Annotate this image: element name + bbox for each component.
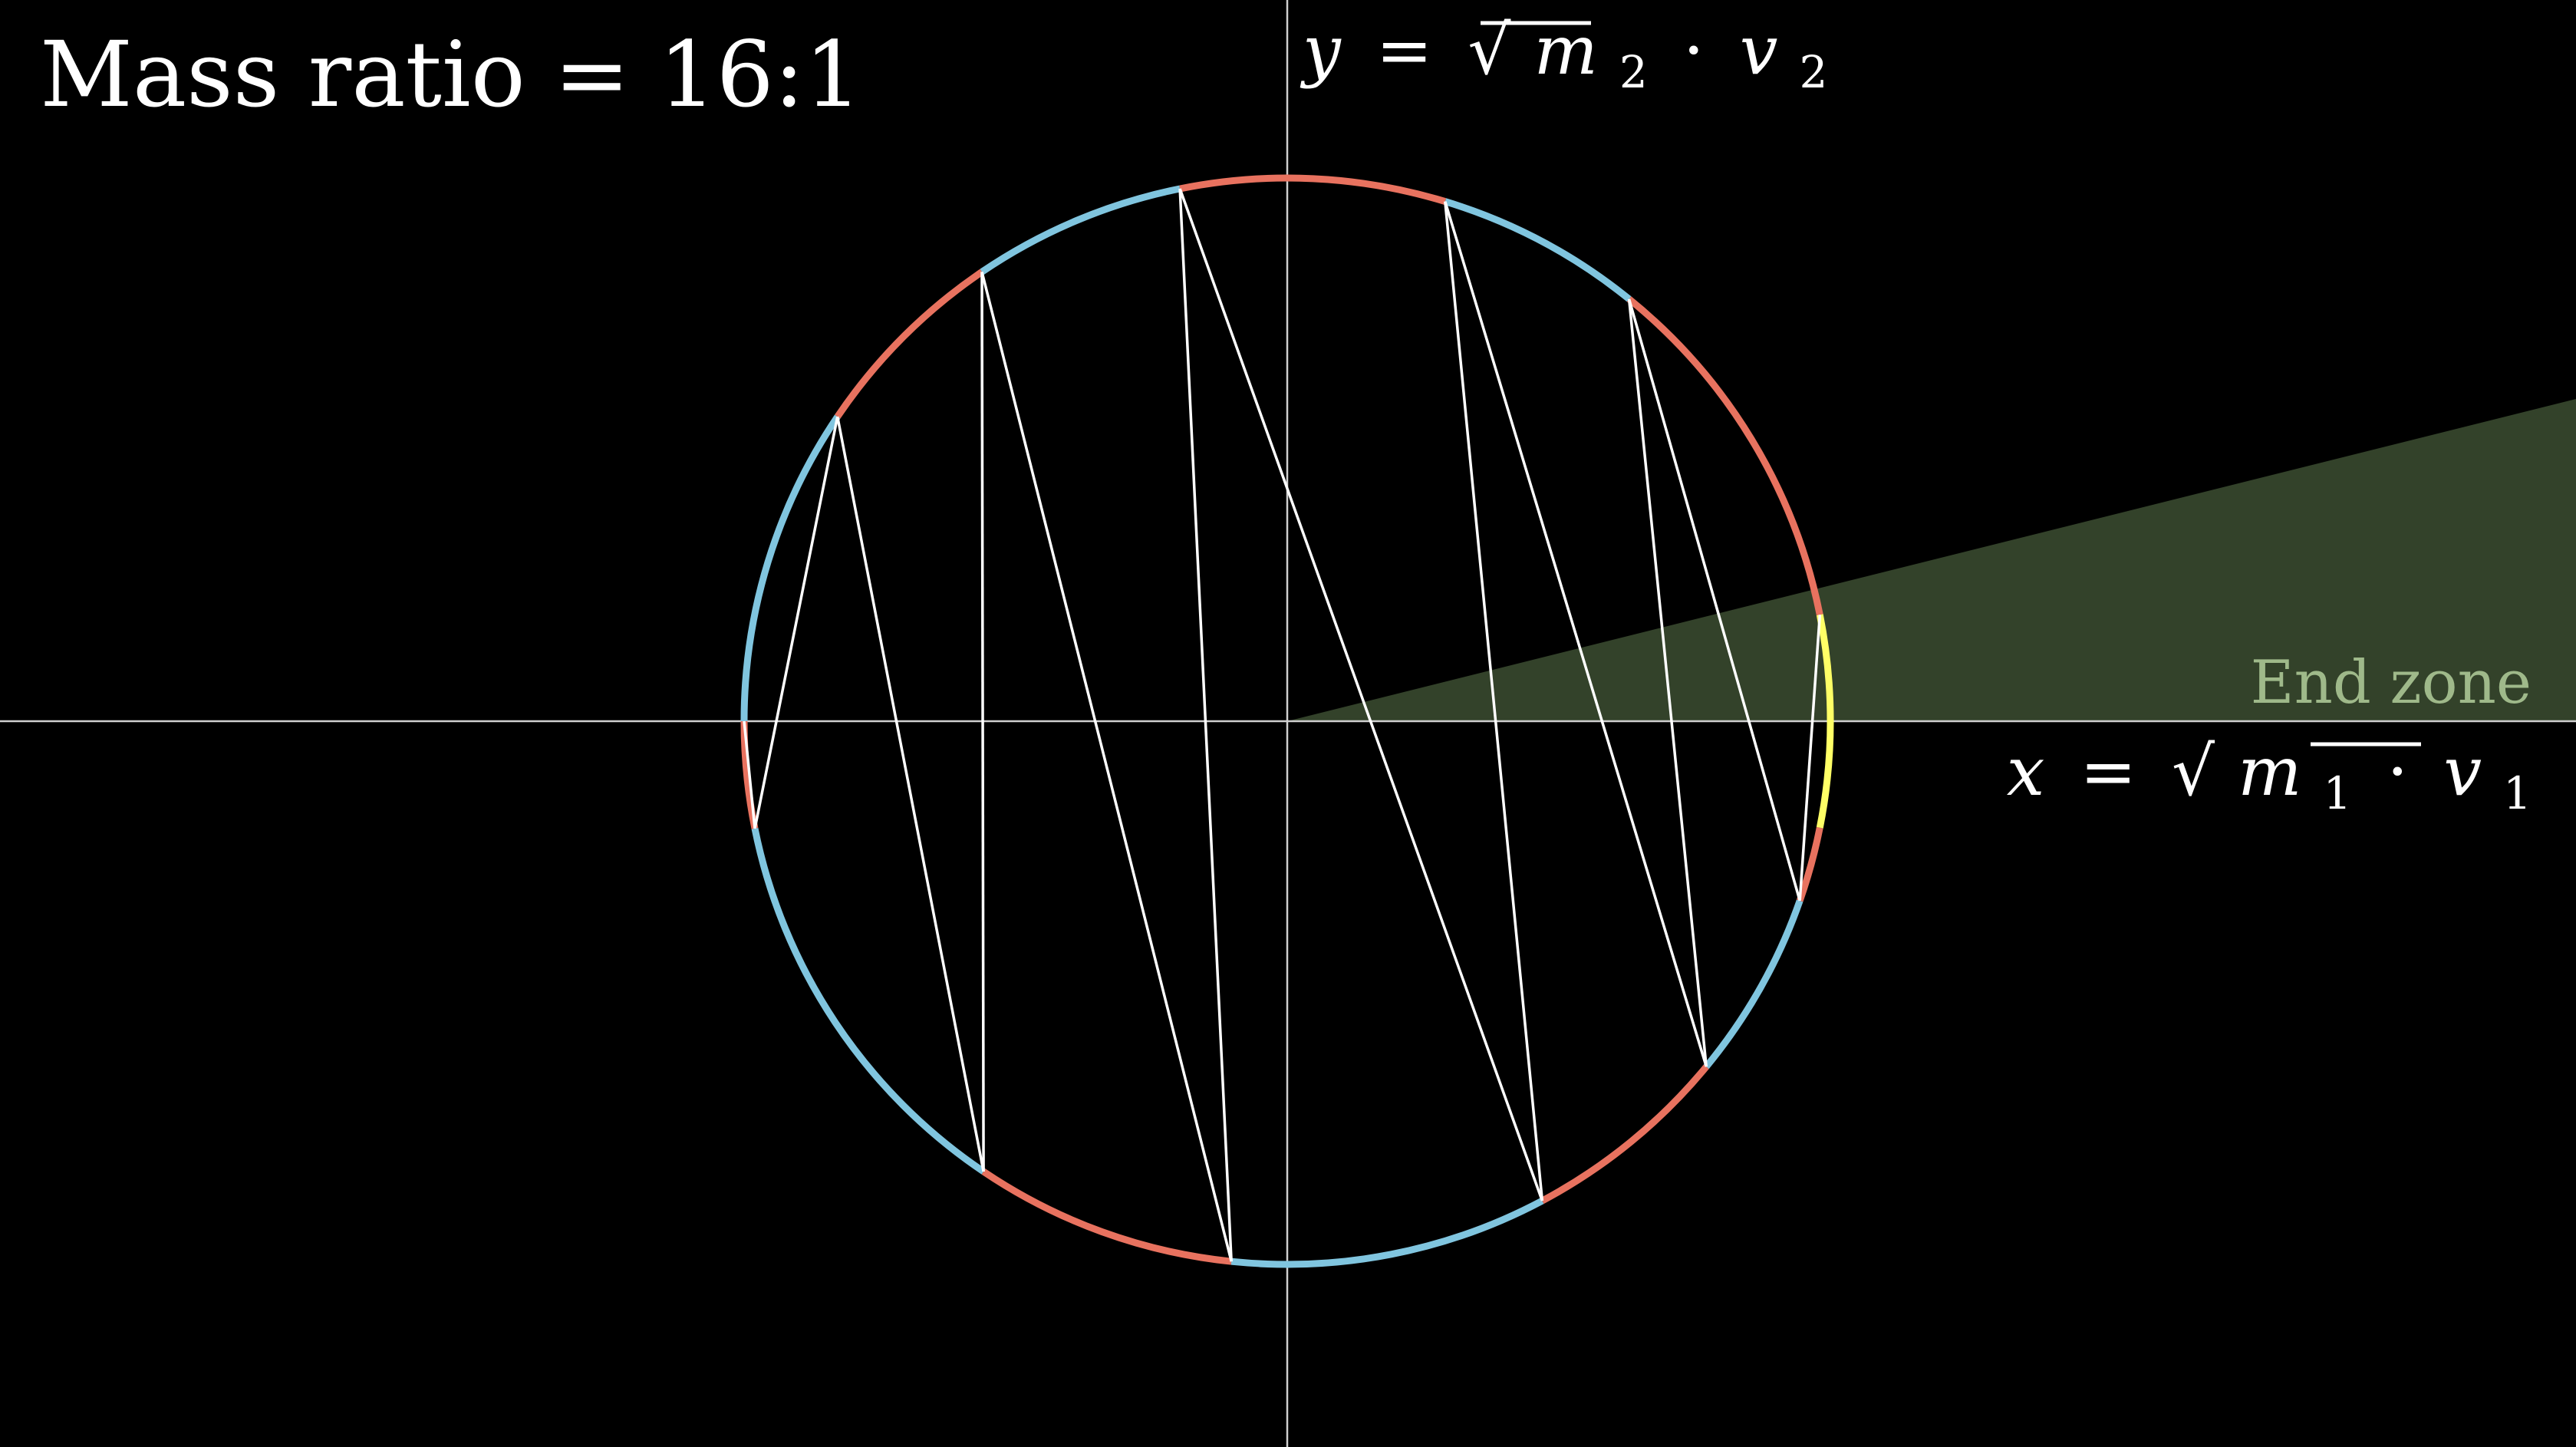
circle-arc-7 <box>751 828 986 1175</box>
trajectory-segment-6 <box>1178 188 1544 1201</box>
trajectory-segment-9 <box>1627 298 1708 1067</box>
circle-arc-8 <box>981 1168 1232 1265</box>
trajectory-segment-7 <box>1444 201 1544 1201</box>
circle-arc-10 <box>1540 1064 1709 1205</box>
trajectory-segment-10 <box>1627 298 1801 901</box>
circle-arc-0 <box>1626 296 1823 616</box>
page-title: Mass ratio = 16:1 <box>40 21 862 127</box>
circle-arc-2 <box>1179 174 1447 205</box>
circle-arc-13 <box>1816 614 1834 829</box>
svg-text:x = √ m: x = √ m 1 · v 1 <box>2007 732 2532 825</box>
end-zone-label: End zone <box>2251 648 2532 717</box>
circle-arc-3 <box>980 185 1181 275</box>
trajectory-segment-0 <box>743 720 756 829</box>
trajectory-segment-11 <box>1798 615 1822 901</box>
circle-arc-1 <box>1444 198 1632 302</box>
x-axis-label: x = √ m 1 · v 1 <box>2007 732 2532 825</box>
svg-text:y = √ m: y = √ m 2 · v 2 <box>1300 11 1827 104</box>
circle-arc-5 <box>740 414 841 722</box>
end-zone-wedge <box>1287 399 2576 721</box>
trajectory-segment-4 <box>980 271 1233 1262</box>
trajectory-segment-5 <box>1178 188 1233 1262</box>
circle-arc-11 <box>1703 899 1804 1070</box>
circle-arc-4 <box>834 269 984 419</box>
trajectory-segment-3 <box>980 272 985 1172</box>
collision-trajectory <box>743 188 1822 1262</box>
y-axis-label: y = √ m 2 · v 2 <box>1300 11 1827 104</box>
circle-arc-9 <box>1230 1198 1544 1268</box>
trajectory-segment-8 <box>1444 201 1708 1067</box>
trajectory-segment-2 <box>835 416 985 1172</box>
trajectory-segment-1 <box>753 416 839 829</box>
